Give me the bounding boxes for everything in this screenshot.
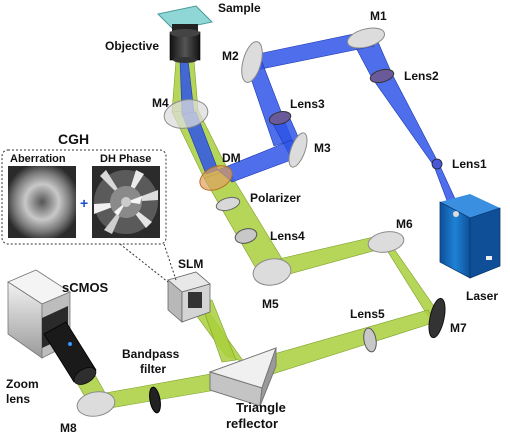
label-laser: Laser	[466, 289, 498, 303]
lenses	[149, 68, 443, 414]
label-lens3: Lens3	[290, 97, 325, 111]
label-triangle-line2: reflector	[226, 416, 278, 431]
mirror-m6	[367, 231, 405, 253]
label-lens1: Lens1	[452, 157, 487, 171]
mirror-m1	[347, 27, 385, 49]
lens-1	[431, 158, 443, 170]
lens-3	[268, 111, 292, 125]
cgh-inset	[1, 149, 177, 283]
zoom-lens	[43, 321, 97, 383]
label-m1: M1	[370, 9, 387, 23]
label-m7: M7	[450, 321, 467, 335]
emission-beam-path	[63, 59, 439, 409]
triangle-reflector	[208, 347, 277, 407]
aberration-image	[8, 166, 76, 238]
lens-4	[234, 228, 258, 244]
slm-device	[167, 271, 211, 323]
dichroic-mirror	[199, 165, 233, 191]
polarizer	[215, 196, 241, 212]
mirror-m2	[241, 41, 263, 83]
label-zoom-line2: lens	[6, 392, 30, 406]
lens-2	[369, 68, 395, 84]
dh-phase-image	[92, 166, 160, 238]
label-bandpass-line2: filter	[140, 362, 166, 376]
label-slm: SLM	[178, 257, 203, 271]
bandpass-filter	[149, 386, 161, 414]
label-dh-phase: DH Phase	[100, 153, 151, 165]
label-scmos: sCMOS	[62, 280, 109, 295]
label-lens5: Lens5	[350, 307, 385, 321]
label-aberration: Aberration	[10, 153, 66, 165]
mirror-m5	[252, 258, 292, 286]
label-m4: M4	[152, 96, 169, 110]
mirror-m4	[163, 99, 209, 129]
label-dm: DM	[222, 151, 241, 165]
label-m2: M2	[222, 49, 239, 63]
sample-slide	[156, 5, 214, 31]
lens-5	[363, 327, 377, 353]
label-triangle-line1: Triangle	[236, 400, 286, 415]
label-bandpass-line1: Bandpass	[122, 347, 180, 361]
label-objective: Objective	[105, 39, 159, 53]
label-zoom-line1: Zoom	[6, 377, 39, 391]
label-m6: M6	[396, 217, 413, 231]
mirror-m7	[428, 297, 446, 339]
label-lens2: Lens2	[404, 69, 439, 83]
label-polarizer: Polarizer	[250, 191, 301, 205]
label-plus: +	[80, 195, 88, 211]
mirrors	[76, 27, 446, 417]
label-m3: M3	[314, 141, 331, 155]
label-cgh: CGH	[58, 131, 89, 147]
mirror-m8	[76, 391, 116, 417]
scmos-camera	[7, 269, 97, 385]
label-sample: Sample	[218, 1, 261, 15]
mirror-m3	[288, 132, 308, 168]
objective-lens	[169, 24, 201, 63]
label-m8: M8	[60, 421, 77, 435]
label-m5: M5	[262, 297, 279, 311]
component-labels: Sample Objective M1 M2 Lens2 Lens3 M4 M3…	[6, 1, 498, 435]
laser-source	[439, 194, 501, 279]
label-lens4: Lens4	[270, 229, 305, 243]
